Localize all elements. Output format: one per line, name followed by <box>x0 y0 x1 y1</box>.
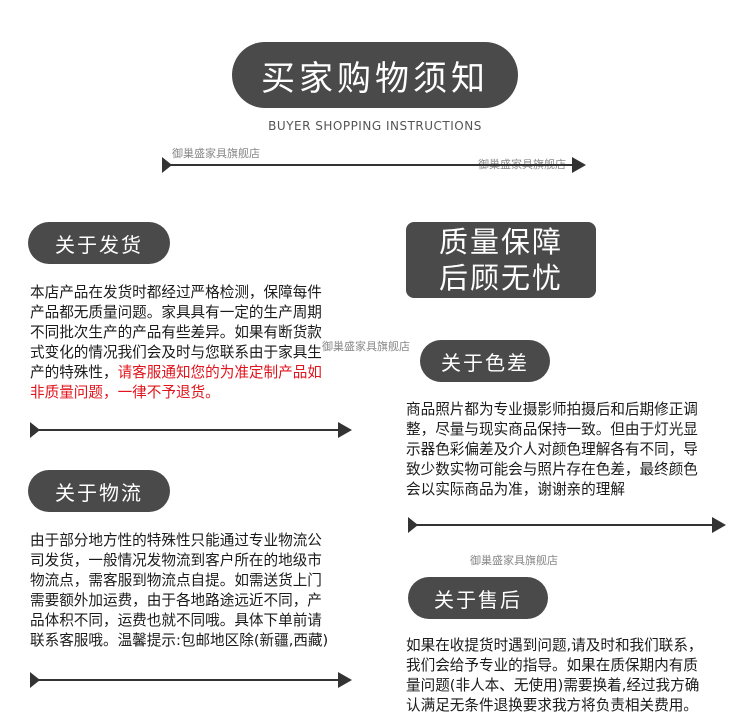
text-line: 示器色彩偏差及介人对颜色理解各有不同，导 <box>406 441 698 458</box>
text-segment: 产的特殊性， <box>30 364 118 381</box>
banner-line: 后顾无忧 <box>438 261 563 295</box>
text-line: 会以实际商品为准，谢谢亲的理解 <box>406 481 625 498</box>
text-line: 我们会给予专业的指导。如果在质保期内有质 <box>406 657 698 674</box>
shipping-text: 本店产品在发货时都经过严格检测，保障每件 产品都无质量问题。家具具有一定的生产周… <box>30 283 322 403</box>
aftersale-text: 如果在收提货时遇到问题,请及时和我们联系， 我们会给予专业的指导。如果在质保期内… <box>406 636 703 716</box>
section-heading-color: 关于色差 <box>420 340 550 382</box>
text-line: 产品都无质量问题。家具具有一定的生产周期 <box>30 304 322 321</box>
text-line: 不同批次生产的产品有些差异。如果有断货款 <box>30 324 322 341</box>
divider-arrow <box>162 157 586 173</box>
text-line: 品体积不同，运费也就不同哦。具体下单前请 <box>30 612 322 629</box>
text-line: 致少数实物可能会与照片存在色差，最终颜色 <box>406 461 698 478</box>
banner-line: 质量保障 <box>438 225 563 259</box>
watermark: 御巢盛家具旗舰店 <box>322 340 410 353</box>
text-line: 量问题(非人本、无使用)需要换着,经过我方确 <box>406 677 700 694</box>
quality-guarantee-banner: 质量保障 后顾无忧 <box>406 222 596 298</box>
section-heading-logistics: 关于物流 <box>28 470 170 512</box>
warning-text: 非质量问题，一律不予退货。 <box>30 384 220 401</box>
text-line: 物流点，需客服到物流点自提。如需送货上门 <box>30 572 322 589</box>
text-line: 本店产品在发货时都经过严格检测，保障每件 <box>30 284 322 301</box>
divider-arrow <box>408 517 726 533</box>
section-heading-aftersale: 关于售后 <box>408 577 548 619</box>
watermark: 御巢盛家具旗舰店 <box>470 554 558 567</box>
divider-arrow <box>30 422 352 438</box>
text-line: 需要额外加运费，由于各地路途远近不同，产 <box>30 592 322 609</box>
page-subtitle: BUYER SHOPPING INSTRUCTIONS <box>268 119 482 133</box>
watermark: 御巢盛家具旗舰店 <box>172 147 260 160</box>
text-line: 由于部分地方性的特殊性只能通过专业物流公 <box>30 532 322 549</box>
text-line: 如果在收提货时遇到问题,请及时和我们联系， <box>406 637 703 654</box>
divider-arrow <box>30 672 352 688</box>
text-line: 认满足无条件退换要求我方将负责相关费用。 <box>406 697 698 714</box>
text-line: 商品照片都为专业摄影师拍摄后和后期修正调 <box>406 401 698 418</box>
section-heading-shipping: 关于发货 <box>28 222 170 264</box>
logistics-text: 由于部分地方性的特殊性只能通过专业物流公 司发货，一般情况发物流到客户所在的地级… <box>30 531 328 651</box>
page-title: 买家购物须知 <box>232 42 518 108</box>
text-line: 联系客服哦。温馨提示:包邮地区除(新疆,西藏) <box>30 632 329 649</box>
text-line: 式变化的情况我们会及时与您联系由于家具生 <box>30 344 322 361</box>
color-text: 商品照片都为专业摄影师拍摄后和后期修正调 整，尽量与现实商品保持一致。但由于灯光… <box>406 400 698 500</box>
text-line: 司发货，一般情况发物流到客户所在的地级市 <box>30 552 322 569</box>
text-line: 整，尽量与现实商品保持一致。但由于灯光显 <box>406 421 698 438</box>
text-line: 产的特殊性，请客服通知您的为准定制产品如 <box>30 363 322 383</box>
warning-text: 请客服通知您的为准定制产品如 <box>117 364 322 381</box>
